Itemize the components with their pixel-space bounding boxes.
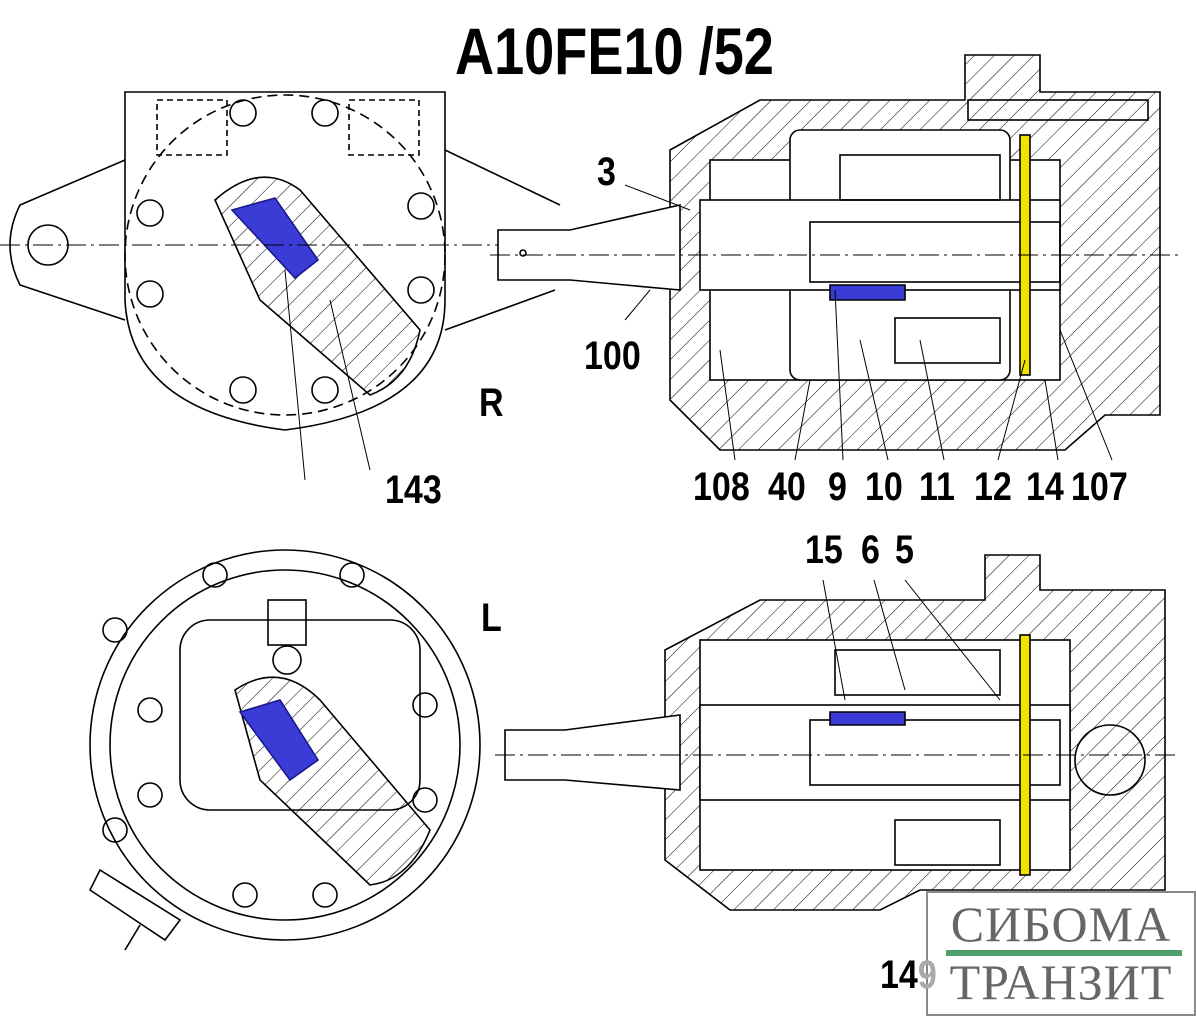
- view-label-l: L: [481, 596, 502, 640]
- leader-lines-bottom: [822, 579, 1001, 701]
- section-view-l: [495, 554, 1180, 911]
- bolt-holes-r: [136, 99, 435, 404]
- watermark-line-1: СИБОМА: [950, 896, 1172, 952]
- part-label-5: 5: [895, 528, 914, 572]
- watermark-line-2: ТРАНЗИТ: [949, 954, 1173, 1010]
- part-label-15: 15: [805, 528, 843, 572]
- part-label-14: 14: [1026, 465, 1064, 509]
- part-label-12: 12: [974, 465, 1012, 509]
- part-label-149-visible: 14: [880, 953, 918, 997]
- front-view-r: [0, 91, 570, 481]
- part-label-11: 11: [919, 465, 955, 509]
- part-label-6: 6: [861, 528, 880, 572]
- watermark-divider: [946, 950, 1182, 956]
- control-spool-blue-l: [238, 699, 320, 782]
- part-label-108: 108: [693, 465, 750, 509]
- leader-lines-top: [624, 184, 1113, 461]
- part-label-100: 100: [584, 334, 641, 378]
- view-label-r: R: [479, 381, 504, 425]
- watermark-logo: СИБОМА ТРАНЗИТ: [926, 891, 1196, 1016]
- section-view-r: [490, 54, 1180, 451]
- control-spool-blue: [230, 197, 320, 280]
- part-label-107: 107: [1071, 465, 1128, 509]
- part-label-149-obscured: 9: [917, 953, 937, 997]
- part-label-3: 3: [597, 150, 616, 194]
- bolt-holes-l: [102, 562, 438, 908]
- part-label-40: 40: [768, 465, 806, 509]
- part-label-149: 149: [880, 955, 937, 995]
- drawing-title: A10FE10 /52: [455, 14, 774, 88]
- part-label-143: 143: [385, 468, 442, 512]
- part-label-9: 9: [828, 465, 847, 509]
- front-view-l: [88, 549, 481, 951]
- part-label-10: 10: [865, 465, 903, 509]
